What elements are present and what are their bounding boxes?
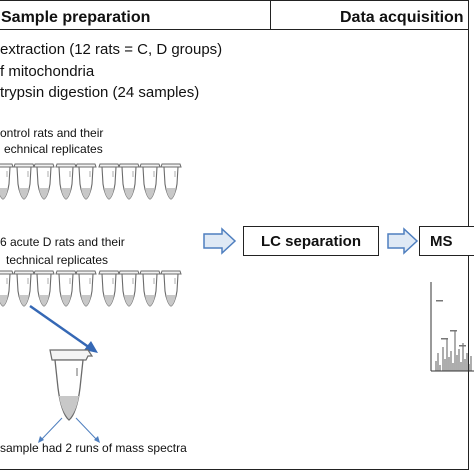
- tube: [98, 163, 120, 200]
- tube: [160, 163, 182, 200]
- header-divider: [0, 29, 469, 30]
- mass-spectrum-thumbnail: [430, 282, 474, 372]
- tube: [75, 270, 97, 307]
- tube: [33, 270, 55, 307]
- lc-separation-box: LC separation: [243, 226, 379, 256]
- tube: [160, 270, 182, 307]
- step-mitochondria: f mitochondria: [0, 63, 95, 80]
- highlight-arrow: [29, 304, 98, 353]
- panel-divider: [270, 0, 271, 30]
- tube: [0, 270, 14, 307]
- footer-note: sample had 2 runs of mass spectra: [0, 441, 187, 455]
- spectrum-annotation-mark: [459, 345, 466, 347]
- data-acquisition-heading: Data acquisition: [340, 9, 464, 26]
- tube: [55, 163, 77, 200]
- control-tubes: [0, 163, 182, 200]
- step-extraction: extraction (12 rats = C, D groups): [0, 41, 223, 58]
- tube: [13, 270, 35, 307]
- tube: [118, 270, 140, 307]
- tube: [98, 270, 120, 307]
- sample-preparation-heading: Sample preparation: [1, 9, 151, 26]
- tube: [118, 163, 140, 200]
- acute-group-label-line2: technical replicates: [6, 253, 109, 267]
- tube: [55, 270, 77, 307]
- tube: [0, 163, 14, 200]
- step-digestion: trypsin digestion (24 samples): [0, 84, 200, 101]
- spectrum-annotation-mark: [436, 300, 443, 302]
- tube: [75, 163, 97, 200]
- acute-tubes: [0, 270, 182, 307]
- spectrum-annotation-mark: [450, 330, 457, 332]
- tube: [33, 163, 55, 200]
- acute-group-label-line1: 6 acute D rats and their: [0, 235, 125, 249]
- enlarged-tube: [49, 349, 94, 421]
- tube: [139, 163, 161, 200]
- ms-box: MS: [419, 226, 474, 256]
- tube: [139, 270, 161, 307]
- arrow-to-ms: [387, 227, 419, 255]
- control-group-label-line2: echnical replicates: [4, 142, 103, 156]
- spectrum-annotation-mark: [441, 338, 448, 340]
- control-group-label-line1: ontrol rats and their: [0, 126, 104, 140]
- arrow-to-lc: [203, 227, 237, 255]
- spectra-rays: [38, 417, 100, 443]
- tube: [13, 163, 35, 200]
